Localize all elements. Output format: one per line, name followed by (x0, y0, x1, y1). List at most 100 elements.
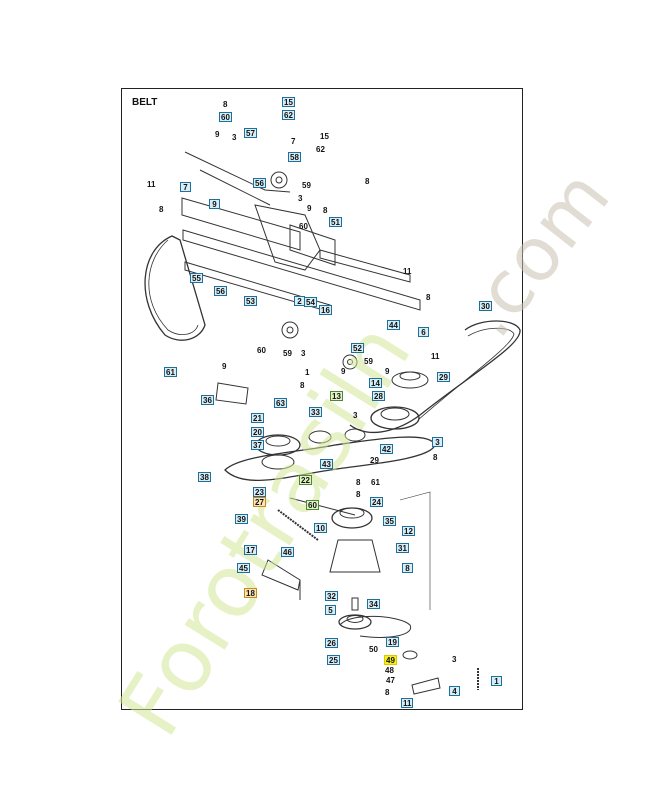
part-callout-59: 59 (302, 181, 311, 190)
part-callout-42: 42 (380, 444, 393, 454)
belt-guide-plate (215, 382, 249, 405)
part-callout-26: 26 (325, 638, 338, 648)
part-callout-46: 46 (281, 547, 294, 557)
part-callout-36: 36 (201, 395, 214, 405)
center-idler (344, 428, 366, 442)
part-callout-62: 62 (282, 110, 295, 120)
part-callout-25: 25 (327, 655, 340, 665)
lift-arm-lower (199, 169, 271, 206)
deck-belt-left (144, 235, 206, 341)
part-callout-5: 5 (325, 605, 336, 615)
part-callout-54: 54 (304, 297, 317, 307)
frame-rail-left (181, 197, 301, 251)
part-callout-47: 47 (386, 676, 395, 685)
part-callout-53: 53 (244, 296, 257, 306)
part-callout-10: 10 (314, 523, 327, 533)
part-callout-29: 29 (437, 372, 450, 382)
frame-bracket (254, 204, 321, 271)
part-callout-9: 9 (341, 367, 346, 376)
part-callout-8: 8 (159, 205, 164, 214)
part-callout-18: 18 (244, 588, 257, 598)
frame-mount-plate (289, 224, 336, 266)
idler-pulley-mid (281, 321, 299, 339)
part-callout-15: 15 (320, 132, 329, 141)
part-callout-11: 11 (401, 698, 414, 708)
part-callout-12: 12 (402, 526, 415, 536)
drive-belt-short (339, 615, 412, 638)
part-callout-17: 17 (244, 545, 257, 555)
diagram-title: BELT (132, 97, 158, 108)
part-callout-39: 39 (235, 514, 248, 524)
part-callout-49: 49 (384, 655, 397, 665)
part-callout-63: 63 (274, 398, 287, 408)
part-callout-34: 34 (367, 599, 380, 609)
part-callout-4: 4 (449, 686, 460, 696)
part-callout-43: 43 (320, 459, 333, 469)
deck-belt-right (349, 320, 521, 433)
part-callout-9: 9 (222, 362, 227, 371)
part-callout-7: 7 (180, 182, 191, 192)
part-callout-3: 3 (298, 194, 303, 203)
part-callout-8: 8 (300, 381, 305, 390)
part-callout-60: 60 (219, 112, 232, 122)
part-callout-19: 19 (386, 637, 399, 647)
part-callout-9: 9 (307, 204, 312, 213)
drive-pulley (370, 406, 420, 430)
diagram-frame (121, 88, 523, 710)
part-callout-52: 52 (351, 343, 364, 353)
lift-arm (184, 151, 291, 193)
part-callout-9: 9 (215, 130, 220, 139)
part-callout-37: 37 (251, 440, 264, 450)
part-callout-11: 11 (403, 267, 412, 276)
part-callout-8: 8 (385, 688, 390, 697)
part-callout-3: 3 (452, 655, 457, 664)
part-callout-13: 13 (330, 391, 343, 401)
part-callout-8: 8 (365, 177, 370, 186)
part-callout-56: 56 (214, 286, 227, 296)
part-callout-55: 55 (190, 273, 203, 283)
part-callout-8: 8 (433, 453, 438, 462)
part-callout-62: 62 (316, 145, 325, 154)
idler-arm-lower (261, 559, 301, 591)
part-callout-32: 32 (325, 591, 338, 601)
part-callout-8: 8 (356, 490, 361, 499)
part-callout-8: 8 (323, 206, 328, 215)
part-callout-20: 20 (251, 427, 264, 437)
part-callout-8: 8 (402, 563, 413, 573)
part-callout-61: 61 (164, 367, 177, 377)
tension-spring (277, 509, 319, 541)
part-callout-45: 45 (237, 563, 250, 573)
part-callout-38: 38 (198, 472, 211, 482)
part-callout-23: 23 (253, 487, 266, 497)
part-callout-31: 31 (396, 543, 409, 553)
idler-pulley-bottom (402, 650, 418, 660)
idler-arm-bottom (411, 677, 441, 695)
part-callout-59: 59 (364, 357, 373, 366)
part-callout-15: 15 (282, 97, 295, 107)
part-callout-60: 60 (257, 346, 266, 355)
idler-pulley-right (342, 354, 358, 370)
part-callout-7: 7 (291, 137, 296, 146)
part-callout-28: 28 (372, 391, 385, 401)
part-callout-16: 16 (319, 305, 332, 315)
part-callout-21: 21 (251, 413, 264, 423)
part-callout-1: 1 (491, 676, 502, 686)
part-callout-14: 14 (369, 378, 382, 388)
part-callout-50: 50 (369, 645, 378, 654)
part-callout-57: 57 (244, 128, 257, 138)
part-callout-35: 35 (383, 516, 396, 526)
part-callout-1: 1 (305, 368, 310, 377)
part-callout-9: 9 (209, 199, 220, 209)
part-callout-51: 51 (329, 217, 342, 227)
frame-rail-long (182, 229, 421, 311)
part-callout-59: 59 (283, 349, 292, 358)
part-callout-60: 60 (299, 222, 308, 231)
frame-rail-right (319, 249, 411, 283)
part-callout-22: 22 (299, 475, 312, 485)
part-callout-27: 27 (253, 497, 266, 507)
part-callout-60: 60 (306, 500, 319, 510)
part-callout-6: 6 (418, 327, 429, 337)
part-callout-44: 44 (387, 320, 400, 330)
part-callout-61: 61 (371, 478, 380, 487)
